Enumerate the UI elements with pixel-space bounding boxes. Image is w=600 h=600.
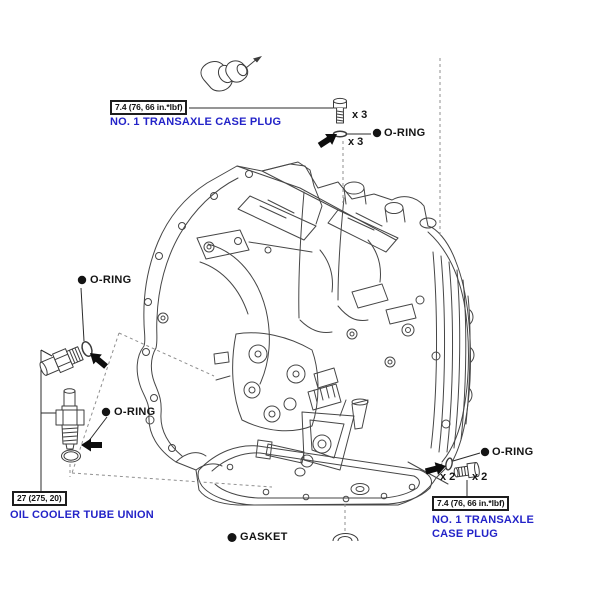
- oring-label-upper-left: O-RING: [90, 274, 132, 286]
- top-brackets: [196, 161, 399, 260]
- bullet-icon: [372, 128, 382, 138]
- case-plug-icon: [200, 56, 262, 92]
- part-icons: [39, 56, 480, 542]
- direction-arrow-icon: [317, 133, 337, 148]
- part-label-bottom-case-plug-line1: NO. 1 TRANSAXLE: [432, 514, 535, 526]
- bolt-icon: [333, 97, 347, 124]
- small-arrowhead-icon: [253, 56, 262, 63]
- gasket-ellipse-icon: [332, 533, 359, 542]
- o-ring-icon: [61, 449, 81, 463]
- oring-quantity-top: x 3: [348, 136, 364, 148]
- case-outline: [136, 163, 471, 506]
- bullet-icon: [480, 447, 490, 457]
- bottom-crop-mask: [0, 543, 600, 600]
- oring-label-top: O-RING: [384, 127, 426, 139]
- dashed-reference-lines: [69, 58, 441, 531]
- bullet-icon: [101, 407, 111, 417]
- leader-lines: [40, 107, 481, 497]
- shift-linkage: [255, 399, 355, 477]
- oring-label-union: O-RING: [114, 406, 156, 418]
- part-label-top-case-plug: NO. 1 TRANSAXLE CASE PLUG: [110, 116, 282, 128]
- bolt-quantity-bottom-right: x 2: [472, 471, 488, 483]
- torque-spec-union: 27 (275, 20): [12, 491, 67, 506]
- o-ring-icon: [81, 341, 93, 357]
- part-label-bottom-case-plug-line2: CASE PLUG: [432, 528, 498, 540]
- dashed-line-union-region: [71, 332, 273, 488]
- label-bullets: [77, 128, 490, 542]
- oil-cooler-tube-union-icon: [39, 346, 84, 376]
- transaxle-illustration: [136, 161, 475, 506]
- gasket-label: GASKET: [240, 531, 288, 542]
- direction-arrow-icon: [81, 438, 102, 452]
- bullet-icon: [77, 275, 87, 285]
- oring-label-bottom-right: O-RING: [492, 446, 534, 458]
- center-case-details: [298, 181, 437, 368]
- o-ring-icon: [445, 457, 453, 471]
- oring-quantity-bottom-right: x 2: [440, 471, 456, 483]
- bolt-quantity-top: x 3: [352, 109, 368, 121]
- direction-arrow-icon: [90, 353, 109, 369]
- torque-spec-top: 7.4 (76, 66 in.*lbf): [110, 100, 188, 115]
- right-ribbed-cover: [427, 231, 475, 463]
- leader-union-bracket: [40, 349, 57, 494]
- bullet-icon: [227, 533, 237, 542]
- valve-body-and-connectors: [213, 332, 369, 432]
- leader-upper-left-oring: [80, 287, 85, 342]
- direction-arrow-icon: [424, 462, 446, 475]
- oil-cooler-tube-union-icon: [55, 388, 85, 450]
- direction-arrows: [81, 133, 446, 475]
- torque-spec-bottom-right: 7.4 (76, 66 in.*lbf): [432, 496, 510, 511]
- leader-bottom-right-oring: [452, 452, 481, 462]
- part-label-oil-cooler-tube-union: OIL COOLER TUBE UNION: [10, 509, 154, 521]
- bolt-icon: [453, 462, 480, 479]
- bell-housing: [142, 170, 270, 471]
